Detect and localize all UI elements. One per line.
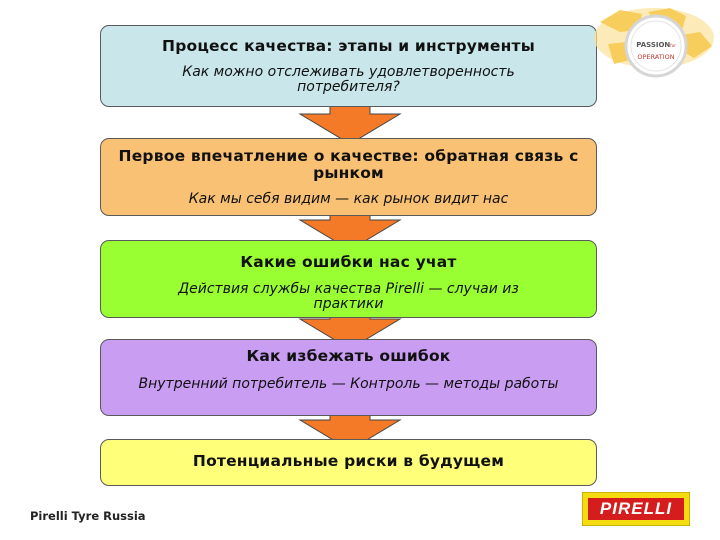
step-subtitle-2: Как мы себя видим — как рынок видит нас — [188, 191, 509, 207]
step-box-4: Как избежать ошибок Внутренний потребите… — [100, 339, 597, 416]
step-box-3: Какие ошибки нас учат Действия службы ка… — [100, 240, 597, 318]
step-box-2: Первое впечатление о качестве: обратная … — [100, 138, 597, 216]
passion-logo-line2: OPERATION — [637, 53, 675, 61]
step-subtitle-3: Действия службы качества Pirelli — случа… — [178, 281, 519, 312]
step-title-2: Первое впечатление о качестве: обратная … — [118, 147, 579, 182]
step-subtitle-4: Внутренний потребитель — Контроль — мето… — [138, 376, 559, 392]
step-title-4: Как избежать ошибок — [246, 347, 451, 365]
step-title-1: Процесс качества: этапы и инструменты — [162, 37, 535, 55]
world-map-icon — [594, 8, 714, 78]
step-box-1: Процесс качества: этапы и инструменты Ка… — [100, 25, 597, 107]
passion-for-operation-logo: PASSIONfor OPERATION — [590, 2, 718, 78]
step-subtitle-1: Как можно отслеживать удовлетворенность … — [182, 64, 515, 95]
step-title-5: Потенциальные риски в будущем — [192, 452, 505, 470]
pirelli-logo: PIRELLI — [582, 492, 690, 526]
passion-logo-line1: PASSION — [636, 41, 671, 49]
step-box-5: Потенциальные риски в будущем — [100, 439, 597, 486]
step-title-3: Какие ошибки нас учат — [240, 253, 457, 271]
footer-company-name: Pirelli Tyre Russia — [30, 509, 146, 523]
passion-logo-suffix: for — [670, 43, 676, 48]
pirelli-logo-text: PIRELLI — [599, 499, 673, 518]
